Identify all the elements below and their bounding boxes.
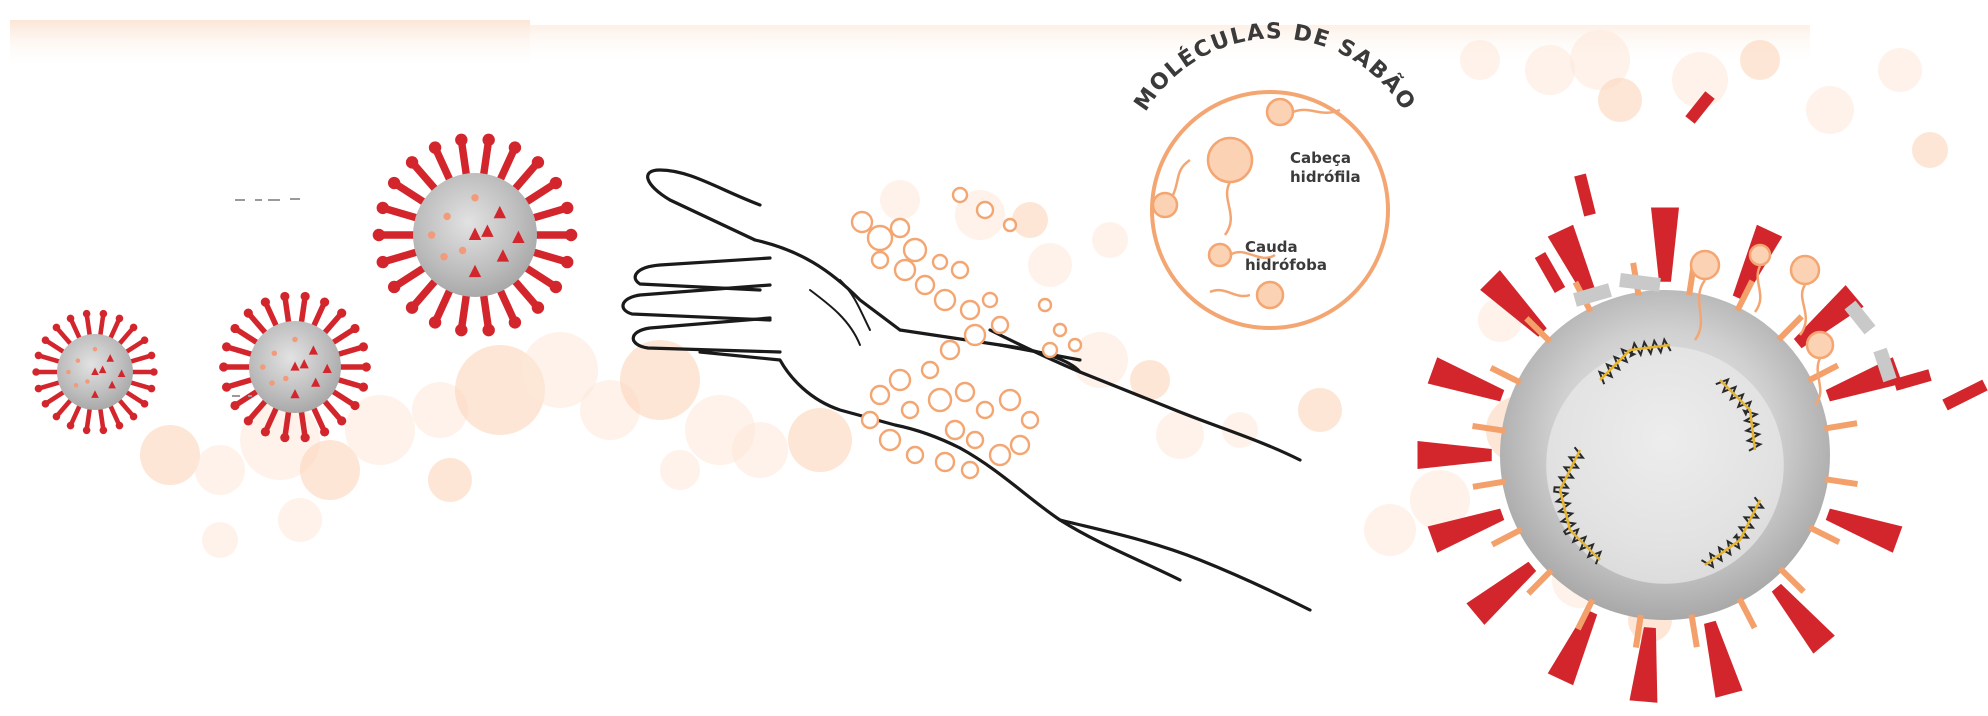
bubble-icon — [880, 430, 900, 450]
bubble-icon — [620, 340, 700, 420]
head-label-2: hidrófila — [1290, 168, 1361, 186]
bubble-icon — [1460, 40, 1500, 80]
bubble-icon — [868, 226, 892, 250]
bubble-icon — [1054, 324, 1066, 336]
bubble-icon — [1022, 412, 1038, 428]
bubble-icon — [1039, 299, 1051, 311]
bubble-icon — [983, 293, 997, 307]
bubble-icon — [852, 212, 872, 232]
bubble-icon — [1298, 388, 1342, 432]
bubble-icon — [660, 450, 700, 490]
bubble-icon — [732, 422, 788, 478]
bubble-icon — [890, 370, 910, 390]
soap-molecule-icon — [1257, 282, 1283, 308]
soap-molecule-icon — [1153, 193, 1177, 217]
bubble-icon — [1740, 40, 1780, 80]
tail-label: Cauda — [1245, 238, 1298, 256]
bubble-icon — [1028, 243, 1072, 287]
soap-molecule-icon — [1208, 138, 1252, 182]
bubble-icon — [862, 412, 878, 428]
bubble-icon — [1878, 48, 1922, 92]
bubble-icon — [935, 290, 955, 310]
bubble-icon — [880, 180, 920, 220]
bubble-icon — [907, 447, 923, 463]
bubble-icon — [902, 402, 918, 418]
soap-molecule-icon — [1209, 244, 1231, 266]
bubble-icon — [977, 402, 993, 418]
bubble-icon — [871, 386, 889, 404]
virus-icon — [373, 134, 578, 337]
bubble-icon — [202, 522, 238, 558]
bubble-icon — [1004, 219, 1016, 231]
top-fade-band — [10, 20, 530, 70]
bubble-icon — [1069, 339, 1081, 351]
bubble-icon — [872, 252, 888, 268]
soap-molecule-icon — [1267, 99, 1293, 125]
bubble-icon — [933, 255, 947, 269]
bubble-icon — [953, 188, 967, 202]
bubble-icon — [990, 445, 1010, 465]
bubble-icon — [1364, 504, 1416, 556]
virus-icon — [1418, 95, 1986, 703]
bubble-icon — [140, 425, 200, 485]
bubble-icon — [904, 239, 926, 261]
bubble-icon — [895, 260, 915, 280]
bubble-icon — [936, 453, 954, 471]
virus-icon — [32, 310, 157, 434]
bubble-icon — [916, 276, 934, 294]
bubble-icon — [941, 341, 959, 359]
bubble-icon — [946, 421, 964, 439]
bubble-icon — [1525, 45, 1575, 95]
bubble-icon — [788, 408, 852, 472]
soap-molecule-legend: MOLÉCULAS DE SABÃO Cabeça hidrófila Caud… — [1130, 19, 1421, 328]
bubble-icon — [1806, 86, 1854, 134]
bubble-icon — [1912, 132, 1948, 168]
bubble-icon — [961, 301, 979, 319]
bubble-icon — [1000, 390, 1020, 410]
bubble-icon — [992, 317, 1008, 333]
bubble-icon — [956, 383, 974, 401]
bubble-icon — [1092, 222, 1128, 258]
bubble-icon — [1043, 343, 1057, 357]
bubble-icon — [962, 462, 978, 478]
bubble-icon — [1012, 202, 1048, 238]
bubble-icon — [428, 458, 472, 502]
bubble-icon — [965, 325, 985, 345]
bubble-icon — [977, 202, 993, 218]
bubble-icon — [195, 445, 245, 495]
bubble-icon — [1011, 436, 1029, 454]
bubble-icon — [278, 498, 322, 542]
head-label: Cabeça — [1290, 149, 1351, 167]
bubble-icon — [952, 262, 968, 278]
bubble-icon — [967, 432, 983, 448]
bubble-icon — [1598, 78, 1642, 122]
bubble-icon — [922, 362, 938, 378]
bubble-icon — [929, 389, 951, 411]
tail-label-2: hidrófoba — [1245, 256, 1327, 274]
bubble-icon — [891, 219, 909, 237]
